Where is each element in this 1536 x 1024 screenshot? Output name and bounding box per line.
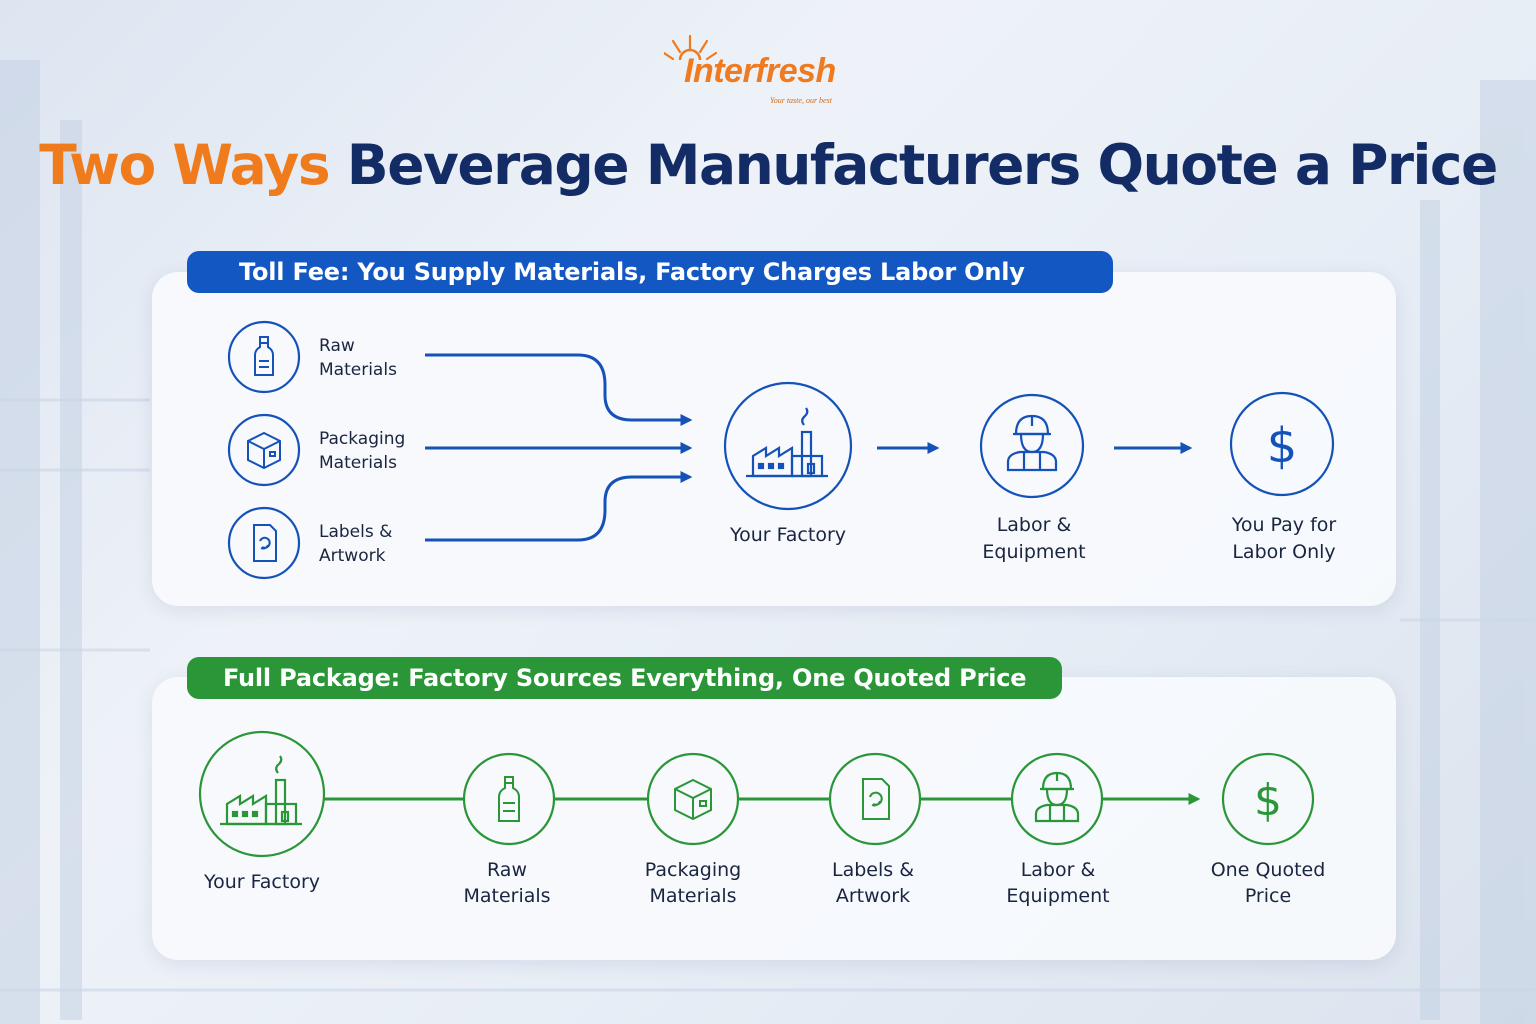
factory-icon — [746, 407, 828, 478]
full-package-card — [152, 677, 1396, 960]
toll-step-labor-label: Labor & Equipment — [982, 514, 1086, 563]
full-step-raw-label: Raw Materials — [463, 859, 551, 907]
page-title: Two Ways Beverage Manufacturers Quote a … — [0, 132, 1536, 198]
worker-icon — [1006, 414, 1058, 472]
full-packaging-circle — [646, 752, 740, 846]
connector-raw — [425, 353, 693, 426]
toll-input-packaging-label: Packaging Materials — [319, 429, 406, 473]
toll-input-labels-label: Labels & Artwork — [319, 522, 393, 566]
full-labor-circle — [1010, 752, 1104, 846]
full-labels-circle — [828, 752, 922, 846]
toll-fee-connectors — [425, 353, 1193, 542]
toll-pay-circle — [1229, 391, 1335, 497]
interfresh-logo: Interfresh Your taste, our best — [664, 22, 854, 106]
worker-icon — [1034, 771, 1080, 823]
full-step-factory-label: Your Factory — [203, 871, 321, 893]
sun-burst-icon — [664, 34, 718, 61]
toll-fee-banner: Toll Fee: You Supply Materials, Factory … — [187, 251, 1113, 293]
bottle-icon — [254, 336, 274, 376]
box-icon — [247, 431, 281, 470]
toll-packaging-circle — [227, 413, 301, 487]
full-step-packaging-label: Packaging Materials — [644, 859, 742, 907]
factory-icon — [220, 755, 302, 826]
label-document-icon — [253, 524, 277, 562]
bottle-icon — [498, 776, 520, 822]
toll-factory-circle — [723, 381, 853, 511]
connector-labels — [425, 471, 693, 542]
full-step-labor-label: Labor & Equipment — [1006, 859, 1110, 907]
logo-wordmark: Interfresh — [684, 52, 836, 90]
full-step-labels-label: Labels & Artwork — [831, 859, 915, 907]
dollar-icon: $ — [1254, 775, 1282, 826]
logo-tagline: Your taste, our best — [770, 96, 832, 105]
toll-step-pay-label: You Pay for Labor Only — [1231, 514, 1337, 563]
full-package-banner: Full Package: Factory Sources Everything… — [187, 657, 1062, 699]
dollar-icon: $ — [1267, 418, 1298, 474]
toll-fee-card — [152, 272, 1396, 606]
title-main: Beverage Manufacturers Quote a Price — [346, 133, 1499, 197]
toll-raw-circle — [227, 320, 301, 394]
label-document-icon — [862, 778, 890, 820]
toll-labor-circle — [979, 393, 1085, 499]
title-accent: Two Ways — [39, 133, 330, 197]
toll-step-factory-label: Your Factory — [729, 524, 847, 546]
box-icon — [674, 778, 712, 821]
toll-input-raw-label: Raw Materials — [319, 336, 397, 380]
toll-labels-circle — [227, 506, 301, 580]
full-step-price-label: One Quoted Price — [1210, 859, 1326, 907]
full-factory-circle — [198, 730, 326, 858]
full-raw-circle — [462, 752, 556, 846]
full-price-circle — [1221, 752, 1315, 846]
